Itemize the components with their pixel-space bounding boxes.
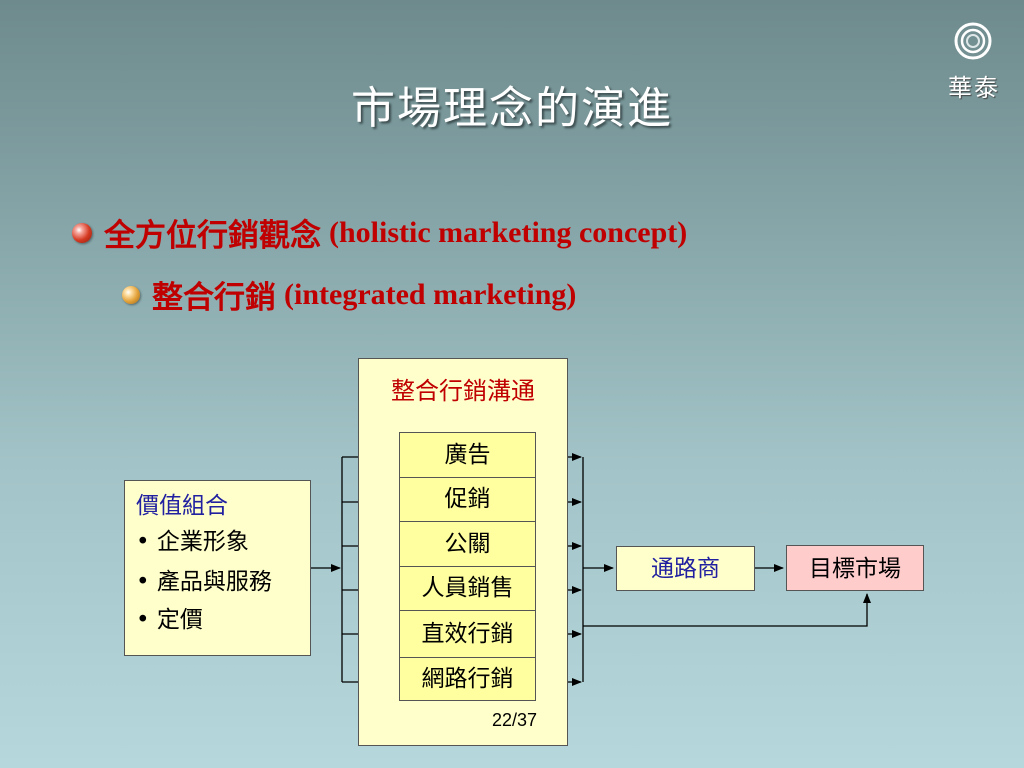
target-market-box: 目標市場 <box>786 545 924 591</box>
tool-direct-marketing: 直效行銷 <box>399 610 536 658</box>
logo-ring-icon <box>954 22 992 60</box>
value-item-products-services: • 產品與服務 <box>136 569 272 595</box>
value-mix-box: 價值組合 • 企業形象 • 產品與服務 • 定價 <box>124 480 311 656</box>
bullet-integrated-marketing: 整合行銷 (integrated marketing) <box>122 272 576 317</box>
tool-online-marketing: 網路行銷 <box>399 657 536 701</box>
bullet-holistic-marketing: 全方位行銷觀念 (holistic marketing concept) <box>72 210 687 255</box>
page-number: 22/37 <box>491 710 537 730</box>
tool-personal-selling: 人員銷售 <box>399 566 536 611</box>
bullet-dot-icon <box>72 222 92 243</box>
value-item-pricing: • 定價 <box>136 607 203 633</box>
tool-advertising: 廣告 <box>399 432 536 478</box>
bullet-2-chinese: 整合行銷 <box>152 280 276 316</box>
value-item-corporate-image: • 企業形象 <box>136 529 249 555</box>
bus-to-target-direct-arrow <box>583 593 871 627</box>
bullet-1-english: (holistic marketing concept) <box>329 215 688 249</box>
channel-distributor-box: 通路商 <box>616 546 755 591</box>
bullet-2-english: (integrated marketing) <box>284 277 577 311</box>
logo-text: 華泰 <box>948 74 1000 102</box>
sub-bullet-dot-icon <box>122 285 140 304</box>
imc-title: 整合行銷溝通 <box>391 377 535 405</box>
slide-title: 市場理念的演進 <box>351 83 673 134</box>
tool-public-relations: 公關 <box>399 521 536 567</box>
value-mix-title: 價值組合 <box>136 493 228 519</box>
bullet-1-chinese: 全方位行銷觀念 <box>104 218 321 254</box>
publisher-logo: 華泰 <box>944 20 1004 102</box>
tool-sales-promotion: 促銷 <box>399 477 536 522</box>
